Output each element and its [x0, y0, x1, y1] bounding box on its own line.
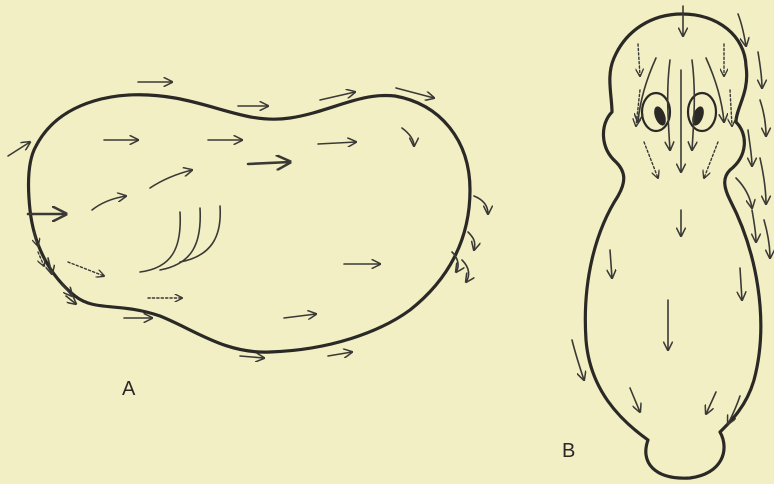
arrow: [644, 142, 658, 178]
arrow: [320, 92, 355, 100]
arrow: [8, 142, 30, 156]
arrow: [740, 268, 742, 300]
gill-slit-1: [140, 212, 180, 272]
arrow: [760, 100, 766, 136]
left-pupil: [652, 105, 668, 127]
arrow: [468, 232, 475, 250]
arrow: [402, 128, 414, 146]
arrow: [706, 392, 716, 414]
panel-a-diagram: [8, 82, 488, 358]
arrow: [62, 284, 72, 296]
arrow: [68, 262, 104, 276]
arrow: [248, 162, 290, 164]
arrow: [758, 52, 762, 88]
arrow: [474, 196, 488, 214]
arrow: [692, 60, 694, 150]
arrow: [736, 178, 752, 208]
arrow: [730, 90, 732, 126]
arrow: [572, 340, 584, 380]
arrow: [630, 388, 640, 412]
arrow: [764, 220, 770, 258]
right-pupil: [690, 105, 706, 127]
arrow: [318, 142, 356, 144]
panel-b-label: B: [562, 440, 575, 463]
arrow: [752, 210, 756, 242]
arrow: [284, 314, 316, 318]
arrow: [92, 196, 126, 210]
arrow: [150, 170, 192, 188]
arrow: [760, 158, 766, 204]
panel-a-body-outline: [28, 95, 470, 352]
arrow: [638, 44, 640, 76]
arrow: [328, 352, 352, 356]
arrow: [748, 130, 752, 166]
arrow: [240, 356, 264, 358]
arrow: [610, 250, 612, 278]
arrow: [462, 260, 469, 282]
panel-b-diagram: [572, 6, 770, 478]
arrow: [704, 142, 718, 178]
panel-a-label: A: [122, 378, 135, 401]
